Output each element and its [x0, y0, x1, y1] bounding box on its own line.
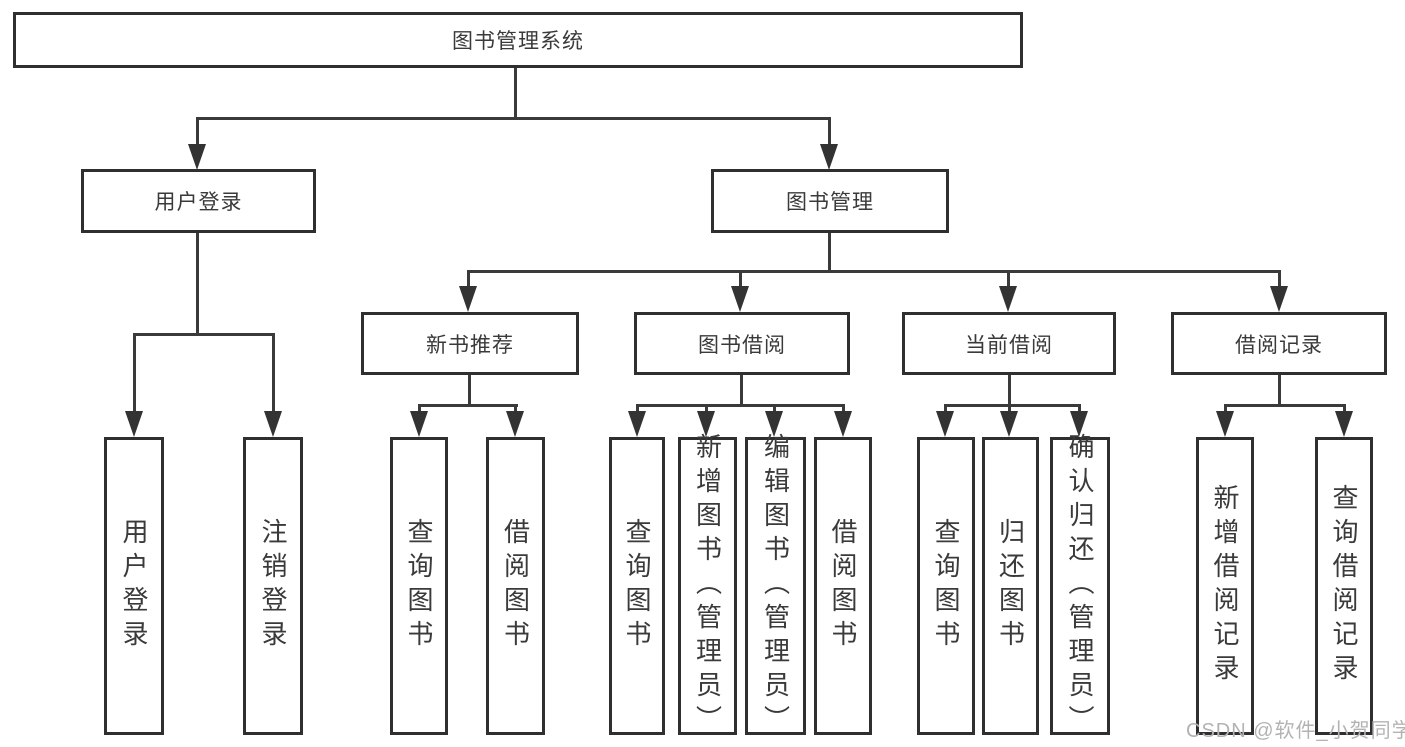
connector-line: [196, 117, 199, 148]
leaf-confirm-return-admin: 确认归还（管理员）: [1050, 433, 1110, 739]
arrow-down-icon: [410, 411, 428, 437]
connector-line: [828, 117, 831, 148]
connector-line: [944, 404, 947, 414]
connector-line: [514, 404, 517, 414]
connector-line: [1224, 404, 1346, 407]
arrow-down-icon: [765, 411, 783, 437]
leaf-query-borrow-record: 查询借阅记录: [1315, 437, 1373, 735]
connector-line: [418, 404, 518, 407]
node-label: 图书管理系统: [452, 30, 584, 53]
connector-line: [773, 404, 776, 414]
leaf-borrow-books-1: 借阅图书: [486, 437, 545, 735]
node-label: 确认归还（管理员）: [1065, 433, 1095, 739]
node-label: 新增图书（管理员）: [692, 433, 723, 739]
connector-line: [1278, 270, 1281, 290]
node-user-login: 用户登录: [81, 169, 316, 233]
arrow-down-icon: [188, 144, 206, 170]
arrow-down-icon: [1216, 411, 1234, 437]
connector-line: [705, 404, 708, 414]
connector-line: [514, 68, 517, 120]
node-borrow-records: 借阅记录: [1171, 312, 1387, 375]
connector-line: [1224, 404, 1227, 414]
node-label: 用户登录: [154, 191, 243, 214]
connector-line: [1278, 375, 1281, 407]
csdn-watermark: CSDN @软件_小贺同学: [1186, 720, 1405, 742]
arrow-down-icon: [697, 411, 715, 437]
connector-line: [467, 270, 470, 290]
node-label: 图书借阅: [698, 333, 786, 357]
connector-line: [133, 333, 136, 413]
arrow-down-icon: [820, 144, 838, 170]
node-label: 新书推荐: [426, 333, 514, 357]
node-label: 查询图书: [931, 518, 961, 654]
node-label: 查询图书: [622, 518, 652, 654]
leaf-add-borrow-record: 新增借阅记录: [1196, 437, 1254, 735]
arrow-down-icon: [936, 411, 954, 437]
leaf-logout: 注销登录: [243, 437, 303, 735]
node-label: 注销登录: [258, 518, 288, 654]
connector-line: [418, 404, 421, 414]
connector-line: [133, 333, 275, 336]
leaf-query-books-3: 查询图书: [917, 437, 975, 735]
arrow-down-icon: [1000, 411, 1018, 437]
arrow-down-icon: [834, 411, 852, 437]
node-book-management: 图书管理: [711, 169, 949, 233]
node-label: 查询借阅记录: [1329, 484, 1359, 688]
node-label: 新增借阅记录: [1210, 484, 1240, 688]
node-label: 归还图书: [995, 518, 1026, 654]
arrow-down-icon: [999, 286, 1017, 312]
arrow-down-icon: [1335, 411, 1353, 437]
connector-line: [828, 233, 831, 273]
connector-line: [196, 117, 831, 120]
arrow-down-icon: [506, 411, 524, 437]
arrow-down-icon: [1070, 411, 1088, 437]
node-label: 当前借阅: [965, 333, 1053, 357]
connector-line: [1078, 404, 1081, 414]
connector-line: [1007, 270, 1010, 290]
node-library-system: 图书管理系统: [13, 12, 1023, 68]
node-label: 借阅图书: [500, 518, 531, 654]
leaf-query-books-1: 查询图书: [390, 437, 448, 735]
node-label: 用户登录: [119, 518, 149, 654]
connector-line: [468, 375, 471, 407]
node-label: 图书管理: [786, 191, 874, 214]
leaf-borrow-books-2: 借阅图书: [814, 437, 872, 735]
node-new-book-recommend: 新书推荐: [361, 312, 579, 375]
arrow-down-icon: [264, 411, 282, 437]
arrow-down-icon: [731, 286, 749, 312]
connector-line: [944, 404, 1081, 407]
connector-line: [272, 333, 275, 413]
leaf-edit-books-admin: 编辑图书（管理员）: [745, 433, 806, 739]
connector-line: [196, 233, 199, 336]
arrow-down-icon: [459, 286, 477, 312]
node-label: 借阅记录: [1235, 333, 1323, 357]
node-label: 查询图书: [404, 518, 434, 654]
arrow-down-icon: [125, 411, 143, 437]
leaf-return-books: 归还图书: [982, 437, 1039, 735]
connector-line: [1008, 404, 1011, 414]
connector-line: [467, 270, 1281, 273]
leaf-user-login: 用户登录: [104, 437, 164, 735]
leaf-add-books-admin: 新增图书（管理员）: [678, 433, 737, 739]
connector-line: [636, 404, 845, 407]
connector-line: [740, 375, 743, 407]
node-book-borrow: 图书借阅: [634, 312, 850, 375]
node-label: 借阅图书: [828, 518, 858, 654]
connector-line: [739, 270, 742, 290]
connector-line: [636, 404, 639, 414]
leaf-query-books-2: 查询图书: [609, 437, 665, 735]
connector-line: [1343, 404, 1346, 414]
node-label: 编辑图书（管理员）: [760, 433, 791, 739]
connector-line: [1008, 375, 1011, 407]
arrow-down-icon: [1270, 286, 1288, 312]
connector-line: [842, 404, 845, 414]
node-current-borrow: 当前借阅: [902, 312, 1116, 375]
arrow-down-icon: [628, 411, 646, 437]
